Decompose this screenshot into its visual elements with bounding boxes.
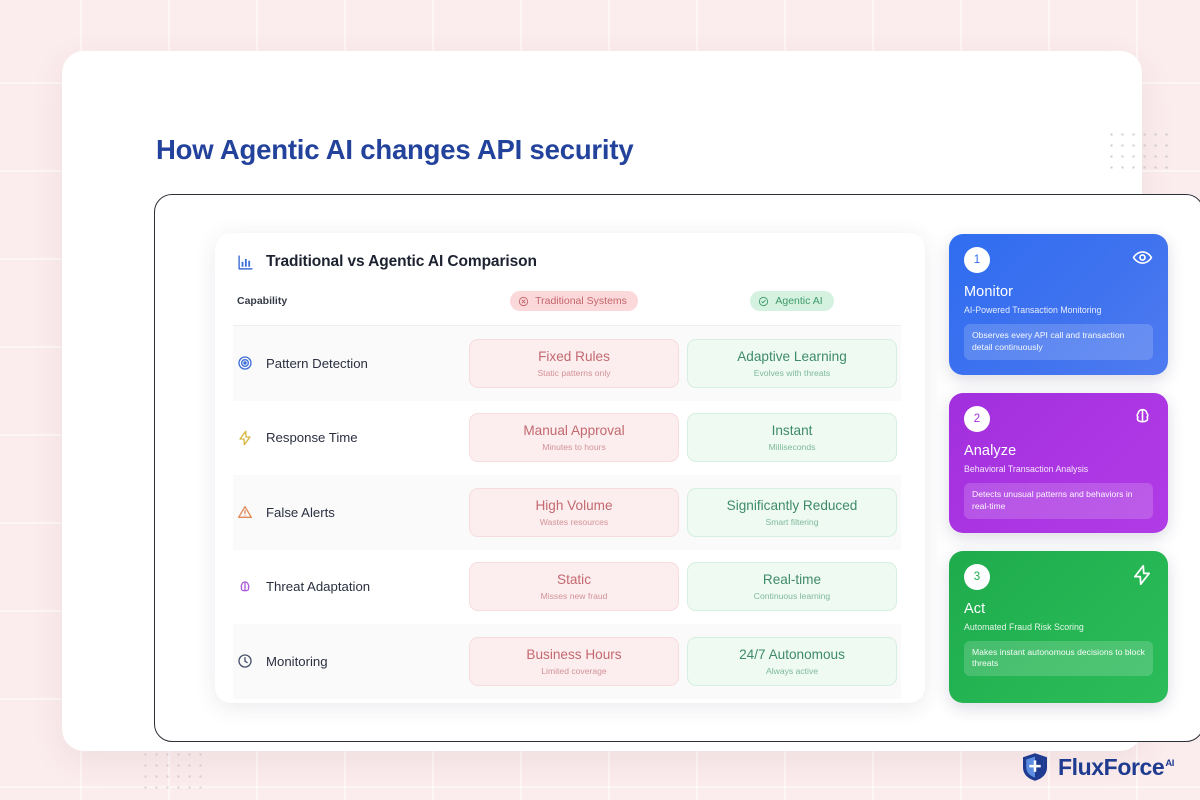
step-note: Observes every API call and transaction … [964,324,1153,360]
capability-label: False Alerts [266,504,335,520]
value-sub: Smart filtering [765,516,819,527]
value-main: Adaptive Learning [737,348,847,364]
traditional-value-cell: Business Hours Limited coverage [469,636,679,686]
value-main: Fixed Rules [538,348,610,364]
capability-label: Response Time [266,430,358,446]
agentic-value-cell: Adaptive Learning Evolves with threats [687,338,897,388]
table-row: Threat Adaptation Static Misses new frau… [233,550,901,625]
step-subtitle: AI-Powered Transaction Monitoring [964,305,1102,315]
shield-logo-icon [1021,752,1049,782]
step-number: 1 [964,247,990,273]
comparison-column-header: Capability Traditional Systems [233,291,901,326]
lightning-icon [237,430,253,446]
target-icon [237,355,253,371]
value-main: Manual Approval [523,423,625,439]
table-row: Response Time Manual Approval Minutes to… [233,401,901,476]
capability-column-header: Capability [237,295,288,307]
step-card-analyze[interactable]: 2 Analyze Behavioral Transaction Analysi… [949,392,1168,533]
x-circle-icon [518,296,529,307]
value-sub: Misses new fraud [540,591,608,602]
table-row: Pattern Detection Fixed Rules Static pat… [233,326,901,401]
table-row: Monitoring Business Hours Limited covera… [233,624,901,699]
value-main: High Volume [535,497,613,513]
brain-icon [237,579,253,595]
workflow-steps: 1 Monitor AI-Powered Transaction Monitor… [949,233,1168,703]
value-sub: Limited coverage [541,665,607,676]
bar-chart-icon [237,254,254,271]
value-sub: Always active [765,665,819,676]
step-number: 2 [964,405,990,432]
value-main: Real-time [762,572,822,588]
eye-icon [1132,247,1153,268]
value-sub: Minutes to hours [542,442,606,453]
table-row: False Alerts High Volume Wastes resource… [233,475,901,550]
brand-superscript: AI [1165,757,1175,769]
agentic-value-cell: 24/7 Autonomous Always active [687,636,897,686]
step-card-monitor[interactable]: 1 Monitor AI-Powered Transaction Monitor… [949,234,1168,375]
comparison-card: Traditional vs Agentic AI Comparison Cap… [215,233,925,703]
agentic-value-cell: Significantly Reduced Smart filtering [687,487,897,537]
traditional-value-cell: Static Misses new fraud [469,562,679,612]
agentic-value-cell: Real-time Continuous learning [687,562,897,612]
comparison-header: Traditional vs Agentic AI Comparison [233,253,901,271]
brand-name: FluxForceAI [1058,754,1174,781]
traditional-systems-label: Traditional Systems [535,295,627,307]
brand-name-text: FluxForce [1058,753,1165,780]
agentic-ai-badge: Agentic AI [750,291,834,311]
step-number: 3 [964,563,990,590]
capability-label: Monitoring [266,653,328,669]
dot-grid-decoration-bottom-left [140,749,207,794]
brain-icon [1132,406,1153,427]
agentic-ai-label: Agentic AI [775,295,823,307]
value-main: 24/7 Autonomous [739,646,845,662]
step-title: Monitor [964,284,1014,300]
agentic-value-cell: Instant Milliseconds [687,413,897,463]
value-main: Instant [771,423,813,439]
clock-icon [237,653,253,669]
value-sub: Wastes resources [539,516,609,527]
page-title: How Agentic AI changes API security [156,134,634,165]
value-main: Business Hours [526,646,622,662]
step-note: Detects unusual patterns and behaviors i… [964,482,1153,519]
traditional-systems-badge: Traditional Systems [510,291,638,311]
value-sub: Static patterns only [537,367,611,378]
capability-label: Pattern Detection [266,355,368,371]
step-subtitle: Behavioral Transaction Analysis [964,463,1089,474]
traditional-value-cell: High Volume Wastes resources [469,487,679,537]
capability-label: Threat Adaptation [266,579,371,595]
value-sub: Continuous learning [753,591,831,602]
step-subtitle: Automated Fraud Risk Scoring [964,621,1084,632]
step-title: Analyze [964,442,1017,459]
value-main: Significantly Reduced [726,497,858,513]
value-sub: Evolves with threats [753,367,831,378]
lightning-icon [1131,564,1153,586]
step-note: Makes instant autonomous decisions to bl… [964,640,1153,677]
brand-logo: FluxForceAI [1021,752,1174,782]
step-title: Act [964,600,986,617]
traditional-value-cell: Manual Approval Minutes to hours [469,413,679,463]
check-circle-icon [758,296,769,307]
main-sheet: How Agentic AI changes API security Trad… [62,51,1200,794]
traditional-value-cell: Fixed Rules Static patterns only [469,338,679,388]
value-sub: Milliseconds [768,442,816,453]
value-main: Static [557,572,591,588]
step-card-act[interactable]: 3 Act Automated Fraud Risk Scoring Makes… [949,550,1168,703]
comparison-title: Traditional vs Agentic AI Comparison [266,253,537,270]
content-panel: Traditional vs Agentic AI Comparison Cap… [154,194,1200,742]
dot-grid-decoration-top-right [1106,129,1173,174]
warning-triangle-icon [237,504,253,520]
